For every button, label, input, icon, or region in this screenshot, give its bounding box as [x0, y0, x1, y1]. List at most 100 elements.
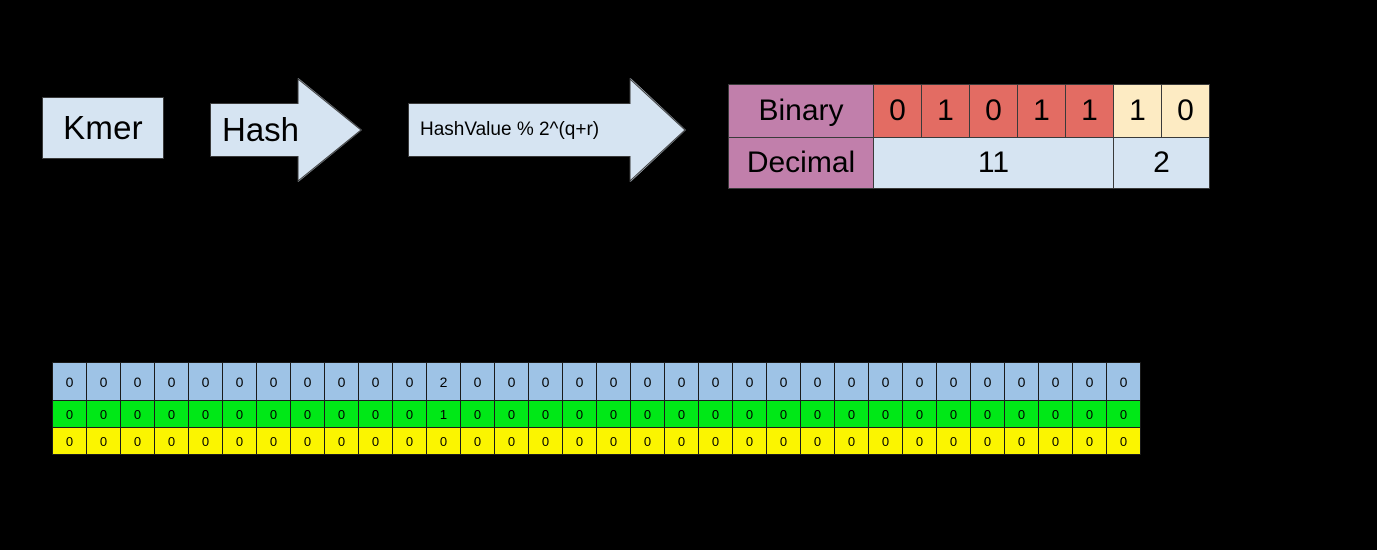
occupied-row-cell-20: 0: [732, 362, 767, 401]
runend-row-cell-9: 0: [358, 400, 393, 428]
occupied-row-cell-22: 0: [800, 362, 835, 401]
runend-row-cell-28: 0: [1004, 400, 1039, 428]
binary-bit-2: 0: [969, 84, 1018, 138]
binary-row-label: Binary: [728, 84, 874, 138]
shifted-row-cell-2: 0: [120, 427, 155, 455]
shifted-row-cell-23: 0: [834, 427, 869, 455]
binary-bit-4: 1: [1065, 84, 1114, 138]
runend-row-cell-20: 0: [732, 400, 767, 428]
occupied-row-cell-0: 0: [52, 362, 87, 401]
runend-row-cell-11: 1: [426, 400, 461, 428]
shifted-row-cell-3: 0: [154, 427, 189, 455]
runend-row-cell-7: 0: [290, 400, 325, 428]
shifted-row-cell-21: 0: [766, 427, 801, 455]
shifted-row-cell-19: 0: [698, 427, 733, 455]
binary-bit-6: 0: [1161, 84, 1210, 138]
shifted-row-cell-1: 0: [86, 427, 121, 455]
occupied-row-cell-27: 0: [970, 362, 1005, 401]
binary-bit-1: 1: [921, 84, 970, 138]
shifted-row-cell-6: 0: [256, 427, 291, 455]
runend-row-cell-23: 0: [834, 400, 869, 428]
occupied-row-cell-30: 0: [1072, 362, 1107, 401]
occupied-row-cell-21: 0: [766, 362, 801, 401]
runend-row-cell-1: 0: [86, 400, 121, 428]
occupied-row-cell-1: 0: [86, 362, 121, 401]
runend-row-cell-12: 0: [460, 400, 495, 428]
shifted-row-cell-17: 0: [630, 427, 665, 455]
shifted-row-cell-13: 0: [494, 427, 529, 455]
shifted-row-cell-26: 0: [936, 427, 971, 455]
decimal-row: Decimal 11 2: [728, 137, 1210, 189]
occupied-row-cell-10: 0: [392, 362, 427, 401]
occupied-row-cell-8: 0: [324, 362, 359, 401]
shifted-row-cell-30: 0: [1072, 427, 1107, 455]
runend-row-cell-13: 0: [494, 400, 529, 428]
runend-row-cell-19: 0: [698, 400, 733, 428]
hash-pipeline: Kmer Hash HashValue % 2^(q+r): [0, 0, 1377, 210]
runend-row-cell-31: 0: [1106, 400, 1141, 428]
runend-row-cell-26: 0: [936, 400, 971, 428]
occupied-row-cell-3: 0: [154, 362, 189, 401]
occupied-row-cell-19: 0: [698, 362, 733, 401]
modulo-arrow-label: HashValue % 2^(q+r): [420, 119, 600, 140]
runend-row-cell-30: 0: [1072, 400, 1107, 428]
shifted-row-cell-28: 0: [1004, 427, 1039, 455]
occupied-row-cell-24: 0: [868, 362, 903, 401]
runend-row-cell-3: 0: [154, 400, 189, 428]
binary-bit-3: 1: [1017, 84, 1066, 138]
occupied-row-cell-12: 0: [460, 362, 495, 401]
decimal-row-label: Decimal: [728, 137, 874, 189]
runend-row-cell-29: 0: [1038, 400, 1073, 428]
runend-row-cell-5: 0: [222, 400, 257, 428]
runend-row-cell-15: 0: [562, 400, 597, 428]
runend-row-cell-24: 0: [868, 400, 903, 428]
shifted-row-cell-24: 0: [868, 427, 903, 455]
runend-row-cell-14: 0: [528, 400, 563, 428]
occupied-row-cell-9: 0: [358, 362, 393, 401]
quotient-decimal-value: 11: [873, 137, 1114, 189]
occupied-row-cell-5: 0: [222, 362, 257, 401]
occupied-row-cell-15: 0: [562, 362, 597, 401]
shifted-row-cell-16: 0: [596, 427, 631, 455]
occupied-row-cell-25: 0: [902, 362, 937, 401]
occupied-row-cell-17: 0: [630, 362, 665, 401]
shifted-row-cell-18: 0: [664, 427, 699, 455]
shifted-row-cell-20: 0: [732, 427, 767, 455]
shifted-row-cell-22: 0: [800, 427, 835, 455]
occupied-row-cell-11: 2: [426, 362, 461, 401]
shifted-row-cell-12: 0: [460, 427, 495, 455]
binary-row: Binary 0 1 0 1 1 1 0: [728, 84, 1210, 138]
occupied-row-cell-16: 0: [596, 362, 631, 401]
runend-row-cell-8: 0: [324, 400, 359, 428]
occupied-row-cell-18: 0: [664, 362, 699, 401]
runend-row-cell-27: 0: [970, 400, 1005, 428]
occupied-row-cell-23: 0: [834, 362, 869, 401]
shifted-row-cell-7: 0: [290, 427, 325, 455]
kmer-box: Kmer: [42, 97, 164, 159]
shifted-row-cell-15: 0: [562, 427, 597, 455]
shifted-row-cell-4: 0: [188, 427, 223, 455]
hash-arrow: Hash: [210, 78, 362, 182]
shifted-row-cell-10: 0: [392, 427, 427, 455]
occupied-row-cell-2: 0: [120, 362, 155, 401]
occupied-row-cell-6: 0: [256, 362, 291, 401]
binary-bit-5: 1: [1113, 84, 1162, 138]
occupied-row-cell-28: 0: [1004, 362, 1039, 401]
runend-row-cell-6: 0: [256, 400, 291, 428]
runend-row-cell-0: 0: [52, 400, 87, 428]
binary-bit-0: 0: [873, 84, 922, 138]
occupied-row-cell-13: 0: [494, 362, 529, 401]
runend-row-cell-2: 0: [120, 400, 155, 428]
runend-row-cell-10: 0: [392, 400, 427, 428]
occupied-row-cell-7: 0: [290, 362, 325, 401]
runend-row-cell-17: 0: [630, 400, 665, 428]
shifted-row-cell-0: 0: [52, 427, 87, 455]
shifted-row-cell-31: 0: [1106, 427, 1141, 455]
runend-row-cell-16: 0: [596, 400, 631, 428]
hash-arrow-label: Hash: [222, 111, 300, 148]
shifted-row-cell-11: 0: [426, 427, 461, 455]
